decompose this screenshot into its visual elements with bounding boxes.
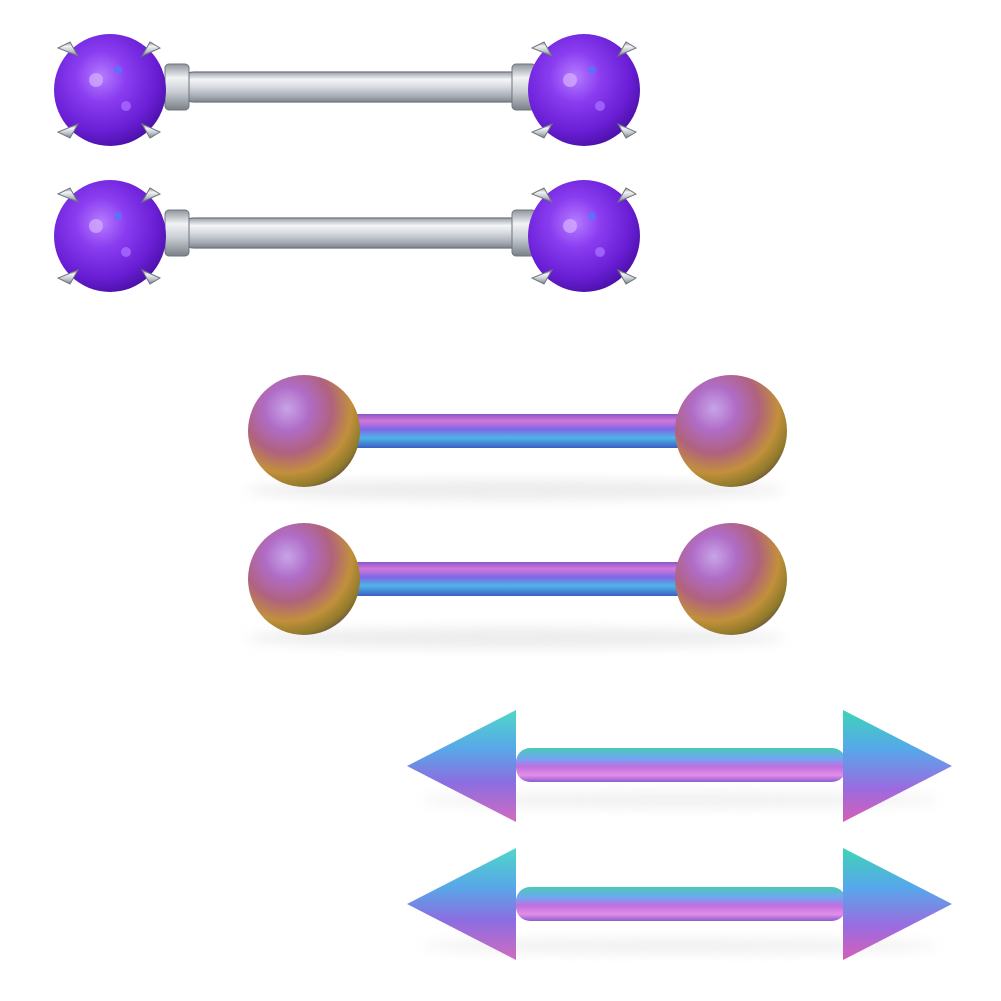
spike-right bbox=[843, 848, 952, 960]
frosted-ball-left bbox=[248, 523, 360, 635]
spike-left bbox=[407, 848, 516, 960]
opal-gem-left bbox=[54, 34, 166, 146]
spike-right bbox=[843, 710, 952, 822]
opal-barbell-2 bbox=[54, 180, 640, 292]
spike-barbell-2 bbox=[407, 848, 952, 960]
opal-gem-left bbox=[54, 180, 166, 292]
spike-barbell-1 bbox=[407, 710, 952, 822]
opal-gem-right bbox=[528, 34, 640, 146]
frosted-ball-barbell-1 bbox=[245, 375, 787, 500]
opal-barbell-1 bbox=[54, 34, 640, 146]
frosted-ball-barbell-2 bbox=[245, 523, 787, 648]
frosted-ball-right bbox=[675, 523, 787, 635]
opal-gem-right bbox=[528, 180, 640, 292]
spike-left bbox=[407, 710, 516, 822]
frosted-ball-left bbox=[248, 375, 360, 487]
frosted-ball-right bbox=[675, 375, 787, 487]
